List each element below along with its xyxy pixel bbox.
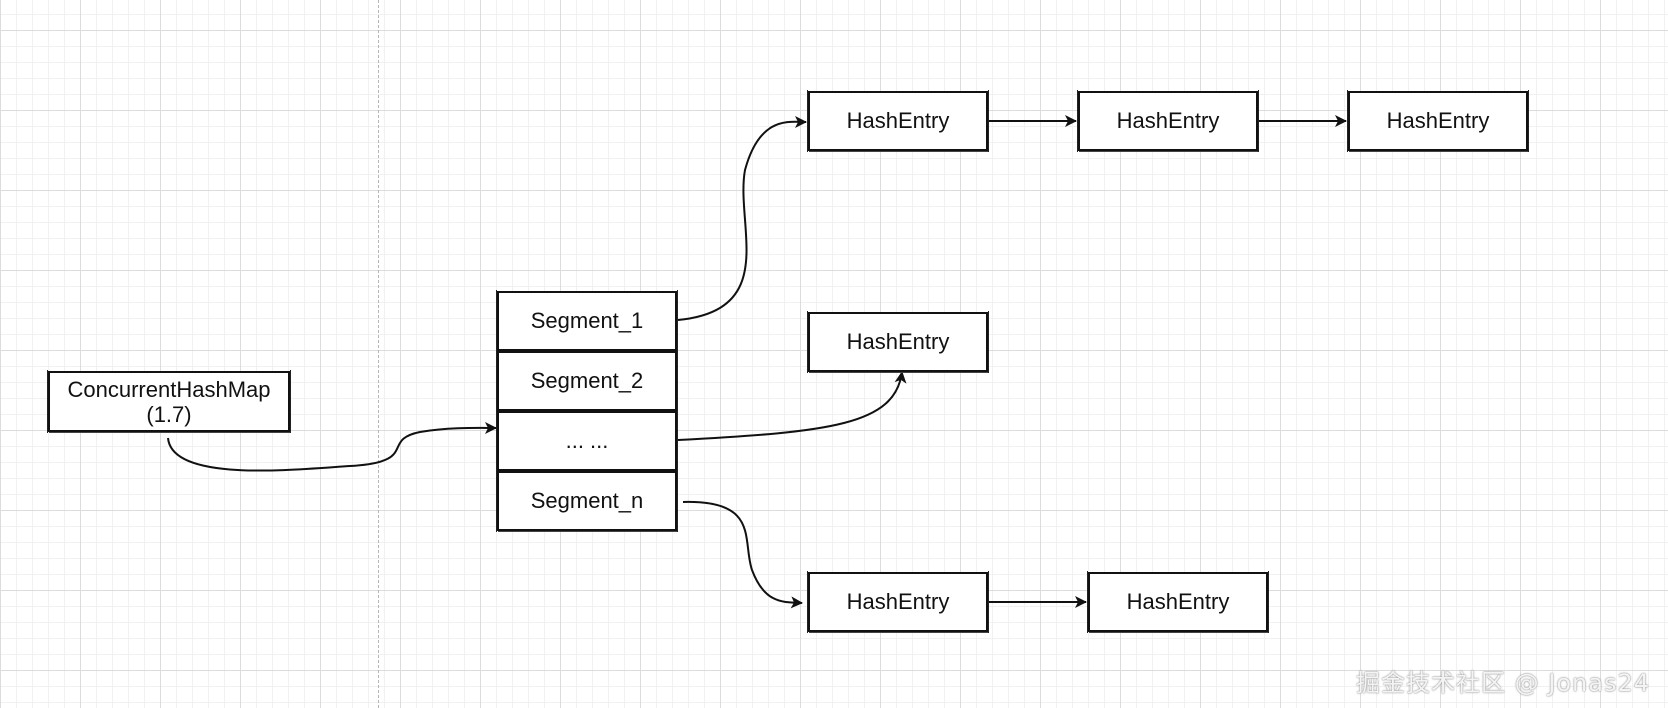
- concurrent-hashmap-node: ConcurrentHashMap (1.7): [47, 370, 291, 433]
- segment-ellipsis-node: ... ...: [496, 410, 678, 472]
- hash-entry-node: HashEntry: [1077, 90, 1259, 152]
- hash-entry-label: HashEntry: [846, 329, 950, 354]
- hash-entry-node: HashEntry: [807, 311, 989, 373]
- edge-segmentn-to-entry-row3: [682, 500, 803, 609]
- edge-ellipsis-to-entry-row2: [677, 371, 907, 441]
- segment-label: Segment_2: [530, 368, 644, 393]
- hash-entry-label: HashEntry: [1116, 108, 1220, 133]
- hash-entry-label: HashEntry: [1126, 589, 1230, 614]
- hash-entry-label: HashEntry: [846, 108, 950, 133]
- hash-entry-node: HashEntry: [1347, 90, 1529, 152]
- segment-label: Segment_1: [530, 308, 644, 333]
- hash-entry-label: HashEntry: [1386, 108, 1490, 133]
- edge-map-to-segments: [167, 421, 497, 472]
- vertical-divider: [378, 0, 379, 708]
- hash-entry-node: HashEntry: [807, 90, 989, 152]
- segment-label: ... ...: [565, 428, 609, 453]
- concurrent-hashmap-title: ConcurrentHashMap: [67, 376, 271, 402]
- segment-node: Segment_2: [496, 350, 678, 412]
- hash-entry-node: HashEntry: [807, 571, 989, 633]
- segment-node: Segment_n: [496, 470, 678, 532]
- watermark-text: 掘金技术社区 @ Jonas24: [1356, 669, 1650, 697]
- hash-entry-node: HashEntry: [1087, 571, 1269, 633]
- segment-label: Segment_n: [530, 488, 644, 513]
- concurrent-hashmap-version: (1.7): [146, 401, 192, 427]
- edge-segment1-to-entry-row1: [677, 115, 807, 321]
- segment-node: Segment_1: [496, 290, 678, 352]
- hash-entry-label: HashEntry: [846, 589, 950, 614]
